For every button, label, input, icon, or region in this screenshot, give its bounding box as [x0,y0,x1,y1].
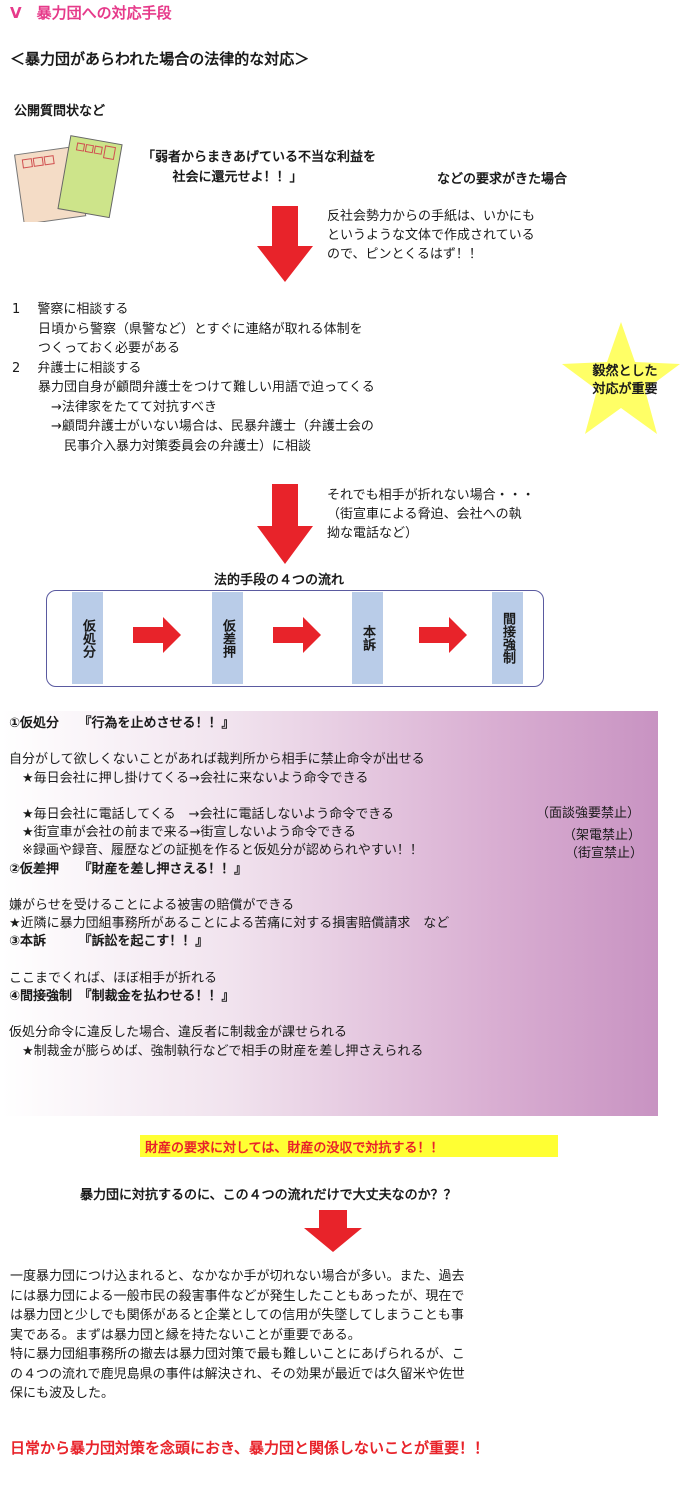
flow-step-provisional-disposition: 仮処分 [72,592,103,684]
page-title: V 暴力団への対応手段 [10,4,172,22]
down-arrow-icon [304,1210,362,1252]
step4-heading: ④間接強制 『制裁金を払わせる！！』 [9,989,235,1005]
consult-list: 1 警察に相談する 日頃から警察（県警など）とすぐに連絡が取れる体制を つくって… [12,302,375,454]
label-call-ban: （架電禁止） [563,828,642,843]
flow-step-main-lawsuit: 本訴 [352,592,383,684]
section-heading: 公開質問状など [14,104,106,119]
label-street-ban: （街宣禁止） [565,846,644,861]
unyielding-note: それでも相手が折れない場合・・・ （街宣車による脅迫、会社への執 拗な電話など） [327,488,535,541]
flow-step-indirect-enforcement: 間接強制 [492,592,523,684]
step3-heading: ③本訴 『訴訟を起こす！！』 [9,934,209,950]
flow-step-provisional-attachment: 仮差押 [212,592,243,684]
star-label: 毅然とした 対応が重要 [592,364,658,397]
right-arrow-icon [133,617,181,653]
demand-quote: 「弱者からまきあげている不当な利益を 社会に還元せよ！！」 [142,150,377,185]
down-arrow-icon [257,206,313,282]
demand-quote-tail: などの要求がきた場合 [437,172,568,187]
star-icon [562,322,680,434]
highlight-text: 財産の要求に対しては、財産の没収で対抗する！！ [145,1141,444,1156]
step1-heading: ①仮処分 『行為を止めさせる！！』 [9,716,235,731]
right-arrow-icon [419,617,467,653]
conclusion-text: 一度暴力団につけ込まれると、なかなか手が切れない場合が多い。また、過去 には暴力… [10,1269,465,1401]
right-arrow-icon [273,617,321,653]
label-meeting-ban: （面談強要禁止） [536,806,641,821]
envelopes-icon [14,135,123,222]
flow-box [46,590,544,687]
down-arrow-icon [257,484,313,564]
legal-steps-panel [2,711,658,1116]
legal-steps-text: ①仮処分 『行為を止めさせる！！』 自分がして欲しくないことがあれば裁判所から相… [9,716,450,1059]
highlight-band [140,1135,558,1157]
letter-note: 反社会勢力からの手紙は、いかにも というような文体で作成されている ので、ピンと… [327,209,536,262]
flow-title: 法的手段の４つの流れ [214,573,345,588]
step2-heading: ②仮差押 『財産を差し押さえる！！』 [9,861,248,877]
final-statement: 日常から暴力団対策を念頭におき、暴力団と関係しないことが重要！！ [10,1439,489,1457]
subtitle: ＜暴力団があらわれた場合の法律的な対応＞ [10,50,310,68]
question-text: 暴力団に対抗するのに、この４つの流れだけで大丈夫なのか？？ [80,1188,457,1203]
